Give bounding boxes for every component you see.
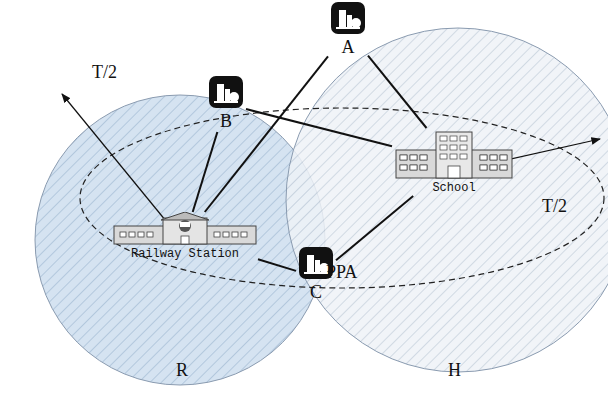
place-name: School: [432, 181, 475, 195]
link-line: [336, 196, 413, 260]
station-node: Railway Station: [112, 212, 258, 262]
radius-label: T/2: [92, 62, 117, 83]
station-icon: [112, 212, 258, 246]
link-line: [193, 132, 218, 212]
link-line: [368, 56, 426, 128]
school-node: School: [392, 128, 516, 196]
poi-node: A: [328, 2, 368, 60]
range-circle: [286, 28, 608, 372]
link-line: [246, 109, 392, 146]
region-label: H: [448, 360, 461, 381]
ppa-ellipse: [80, 108, 604, 288]
place-name: Railway Station: [131, 247, 239, 261]
poi-node: B: [206, 76, 246, 132]
region-label: R: [176, 360, 188, 381]
poi-letter: C: [310, 282, 322, 303]
poi-icon: [207, 76, 245, 110]
area-label: PPA: [326, 262, 357, 283]
school-icon: [392, 128, 516, 180]
link-line: [258, 259, 296, 271]
radius-arrow: [62, 94, 175, 232]
poi-icon: [329, 2, 367, 36]
radius-label: T/2: [542, 196, 567, 217]
range-circle: [35, 95, 325, 385]
poi-letter: B: [220, 111, 232, 132]
poi-letter: A: [342, 37, 355, 58]
link-line: [205, 56, 328, 212]
